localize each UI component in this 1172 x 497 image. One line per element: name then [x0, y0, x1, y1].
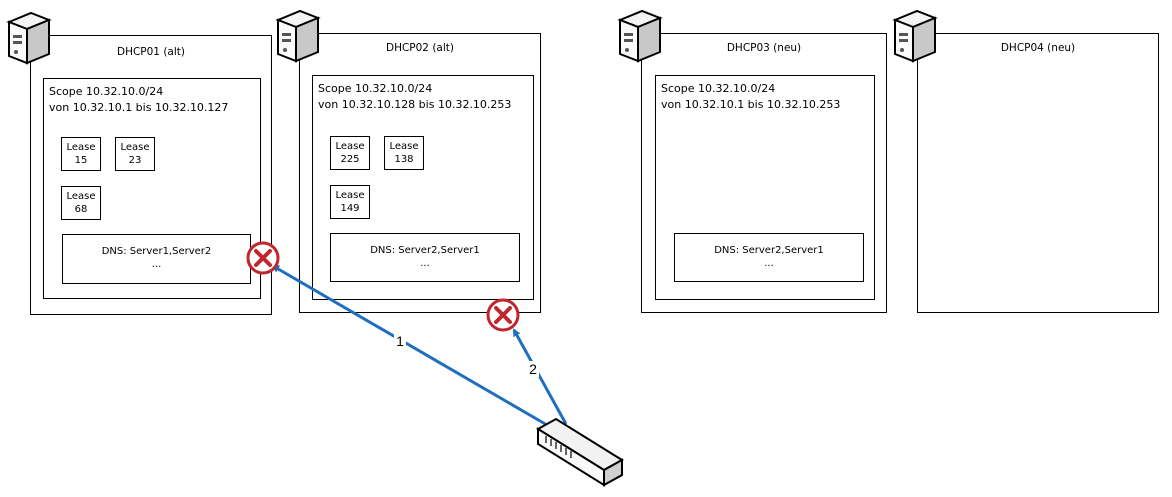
scope-box: Scope 10.32.10.0/24 von 10.32.10.1 bis 1… [43, 78, 261, 299]
server-tower-icon [275, 9, 321, 63]
scope-range: von 10.32.10.1 bis 10.32.10.253 [661, 98, 841, 111]
dns-box: DNS: Server1,Server2 ... [62, 234, 251, 284]
scope-range: von 10.32.10.128 bis 10.32.10.253 [318, 98, 512, 111]
dns-more: ... [764, 258, 774, 269]
lease-box: Lease 68 [61, 186, 101, 220]
server-tower-icon [892, 9, 938, 63]
server-dhcp01: DHCP01 (alt) Scope 10.32.10.0/24 von 10.… [30, 35, 272, 315]
server-title: DHCP04 (neu) [1000, 42, 1076, 54]
connection-line-1 [271, 264, 548, 427]
network-switch-icon [536, 417, 624, 487]
lease-number: 68 [74, 204, 88, 215]
dns-box: DNS: Server2,Server1 ... [674, 233, 864, 282]
server-tower-icon [6, 11, 52, 65]
lease-box: Lease 225 [330, 136, 370, 170]
red-x-circle-icon [486, 298, 520, 332]
lease-label: Lease [120, 142, 150, 153]
lease-number: 225 [340, 154, 360, 165]
lease-number: 149 [340, 203, 360, 214]
lease-box: Lease 138 [384, 136, 424, 170]
dns-more: ... [420, 258, 430, 269]
scope-network: Scope 10.32.10.0/24 [49, 85, 164, 98]
lease-label: Lease [66, 142, 96, 153]
lease-box: Lease 15 [61, 137, 101, 171]
server-dhcp02: DHCP02 (alt) Scope 10.32.10.0/24 von 10.… [299, 33, 541, 313]
lease-box: Lease 23 [115, 137, 155, 171]
dns-more: ... [151, 259, 162, 270]
connection-label-1: 1 [396, 333, 404, 349]
lease-label: Lease [66, 191, 96, 202]
server-dhcp04: DHCP04 (neu) [917, 33, 1159, 313]
server-dhcp03: DHCP03 (neu) Scope 10.32.10.0/24 von 10.… [641, 33, 887, 313]
server-tower-icon [617, 9, 663, 63]
dns-servers: DNS: Server2,Server1 [714, 245, 824, 256]
connection-line-2 [512, 328, 568, 425]
connection-label-2: 2 [529, 361, 537, 377]
server-title: DHCP03 (neu) [726, 42, 802, 54]
lease-box: Lease 149 [330, 185, 370, 219]
scope-network: Scope 10.32.10.0/24 [661, 82, 776, 95]
lease-label: Lease [335, 190, 365, 201]
server-title: DHCP01 (alt) [116, 46, 185, 58]
dns-servers: DNS: Server2,Server1 [370, 245, 480, 256]
lease-label: Lease [389, 141, 419, 152]
dns-servers: DNS: Server1,Server2 [101, 246, 212, 257]
lease-number: 138 [394, 154, 414, 165]
scope-box: Scope 10.32.10.0/24 von 10.32.10.1 bis 1… [655, 75, 875, 300]
scope-box: Scope 10.32.10.0/24 von 10.32.10.128 bis… [312, 75, 534, 300]
lease-number: 15 [74, 155, 88, 166]
dns-box: DNS: Server2,Server1 ... [330, 233, 520, 282]
scope-network: Scope 10.32.10.0/24 [318, 82, 433, 95]
lease-number: 23 [128, 155, 142, 166]
scope-range: von 10.32.10.1 bis 10.32.10.127 [49, 101, 229, 114]
lease-label: Lease [335, 141, 365, 152]
server-title: DHCP02 (alt) [385, 42, 454, 54]
red-x-circle-icon [246, 241, 280, 275]
